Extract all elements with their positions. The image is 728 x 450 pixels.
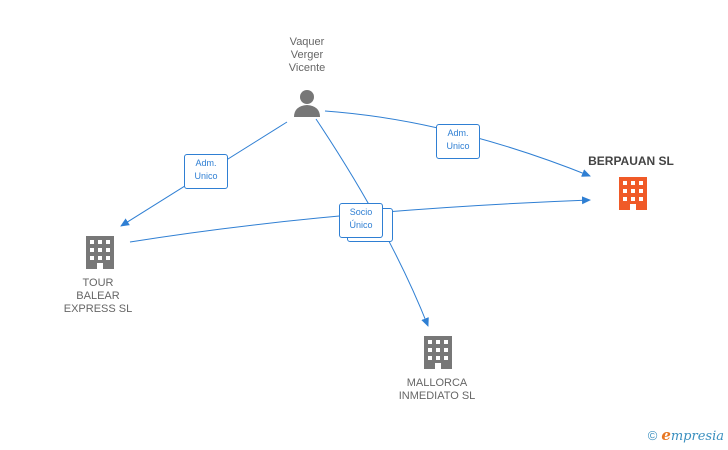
edge-label-socio-unico: Socio Único (339, 203, 383, 238)
person-label[interactable]: Vaquer Verger Vicente (288, 36, 326, 74)
mallorca-label[interactable]: MALLORCA INMEDIATO SL (398, 377, 476, 402)
person-icon[interactable] (294, 90, 320, 117)
building-icon-mallorca[interactable] (424, 336, 452, 369)
brand-logo-text: mpresia (670, 429, 724, 444)
brand-footer: ©empresia (648, 426, 724, 444)
brand-logo-initial: e (661, 426, 671, 444)
building-icon-berpauan[interactable] (619, 177, 647, 210)
berpauan-label[interactable]: BERPAUAN SL (588, 154, 674, 168)
copyright-symbol: © (647, 428, 658, 443)
edge-label-adm-unico-berpauan: Adm. Unico (436, 124, 480, 159)
edge-label-adm-unico-tour: Adm. Unico (184, 154, 228, 189)
building-icon-tour[interactable] (86, 236, 114, 269)
tour-label[interactable]: TOUR BALEAR EXPRESS SL (63, 277, 133, 315)
